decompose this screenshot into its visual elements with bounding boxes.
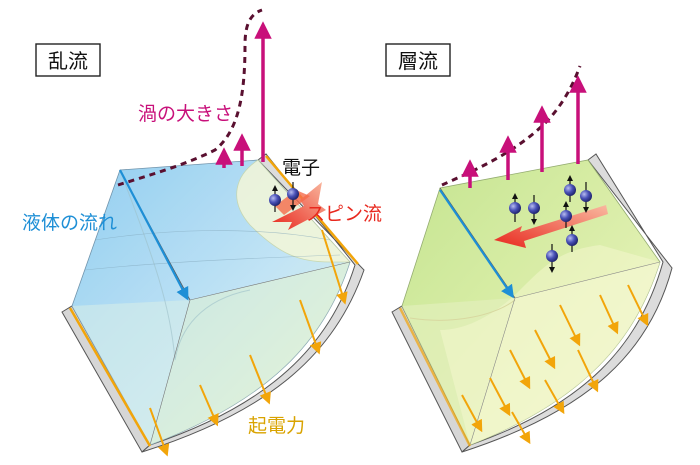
emf-arrow-icon: [599, 294, 619, 335]
liquid-flow-label: 液体の流れ: [22, 212, 117, 234]
turbulent-panel: [61, 8, 365, 457]
laminar-electrode-left: [398, 307, 472, 447]
turbulent-title-box: [35, 43, 101, 77]
turbulent-eddy-arrows: [215, 21, 272, 168]
emf-arrow-icon: [511, 411, 531, 445]
spin-current-label: スピン流: [306, 203, 382, 225]
emf-arrow-icon: [544, 379, 565, 415]
electron-spin-down-icon: [528, 202, 540, 214]
eddy-size-label: 渦の大きさ: [138, 103, 233, 125]
turbulent-eddy-profile: [117, 8, 263, 187]
emf-arrow-icon: [559, 304, 581, 347]
emf-arrow-icon: [249, 354, 271, 405]
laminar-panel: [391, 65, 673, 453]
emf-arrow-icon: [461, 394, 483, 433]
electron-spin-up-icon: [509, 202, 521, 214]
turbulent-emf-arrows: [149, 229, 348, 457]
spin-current-arrow-icon: [272, 182, 326, 230]
electron-spin-up-icon: [269, 194, 281, 206]
electron-label: 電子: [282, 157, 320, 179]
electron-spin-up-icon: [564, 184, 576, 196]
emf-arrow-icon: [577, 349, 599, 393]
turbulent-inner-face: [72, 300, 190, 445]
laminar-electrons: [509, 175, 592, 273]
emf-arrow-icon: [489, 377, 511, 417]
turbulent-velocity-profile: [236, 159, 351, 263]
emf-arrow-icon: [627, 284, 649, 327]
laminar-flow-arrow-icon: [439, 189, 514, 299]
electron-spin-down-icon: [580, 190, 592, 202]
emf-arrow-icon: [321, 229, 348, 305]
emf-arrow-icon: [149, 407, 170, 457]
emf-arrow-icon: [199, 384, 219, 427]
electron-spin-down-icon: [287, 188, 299, 200]
electron-spin-up-icon: [566, 234, 578, 246]
emf-arrow-icon: [299, 299, 322, 355]
electron-spin-up-icon: [560, 210, 572, 222]
turbulent-flow-arrow-icon: [119, 169, 189, 301]
electron-spin-down-icon: [546, 250, 558, 262]
turbulent-electrons: [269, 182, 299, 212]
turbulent-title: 乱流: [48, 49, 88, 73]
laminar-eddy-arrows: [461, 75, 587, 188]
laminar-emf-arrows: [461, 284, 649, 445]
emf-label: 起電力: [248, 415, 305, 437]
emf-arrow-icon: [509, 349, 531, 390]
labels: 乱流 層流 渦の大きさ 電子 スピン流 液体の流れ 起電力: [22, 43, 451, 437]
laminar-title: 層流: [398, 49, 438, 73]
laminar-velocity-profile: [440, 245, 660, 445]
turbulent-electrode-left: [68, 307, 152, 447]
spin-current-arrow-icon: [494, 205, 608, 248]
laminar-title-box: [385, 43, 451, 77]
emf-arrow-icon: [534, 329, 556, 370]
